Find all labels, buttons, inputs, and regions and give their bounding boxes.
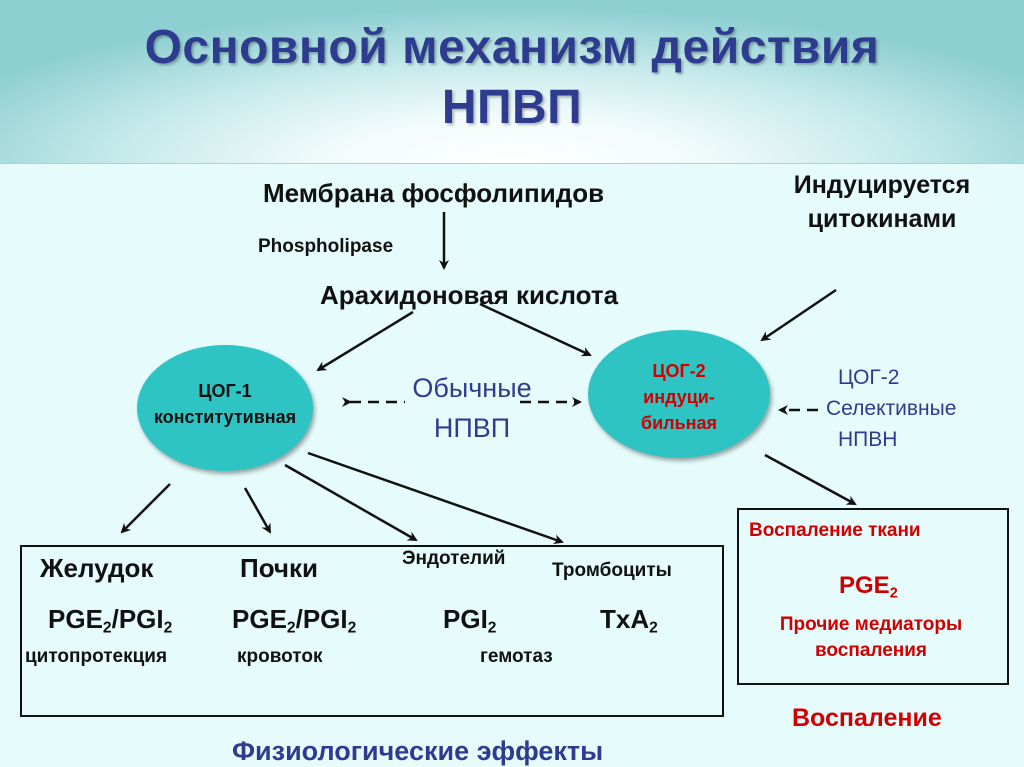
cox1-line-2: конститутивная (153, 407, 297, 427)
arrow-cox2-to-inflammation (764, 453, 857, 506)
inflammation-caption: Воспаление (792, 704, 942, 732)
cox1-label: ЦОГ-1 конститутивная (100, 378, 350, 430)
cytokines-line-2: цитокинами (807, 205, 957, 233)
arrow-cox1-to-stomach (120, 483, 171, 534)
arrow-cytokines-to-cox2 (760, 288, 837, 342)
nsaid-line-2: НПВП (433, 413, 511, 443)
cox2-line-1: ЦОГ-2 (652, 361, 706, 381)
other-mediators-line-1: Прочие медиаторы (779, 614, 963, 635)
cox2-line-3: бильная (640, 413, 718, 433)
bloodflow-label: кровоток (237, 646, 323, 667)
cytoprotection-label: цитопротекция (25, 646, 168, 667)
nsaid-label: Обычные НПВП (382, 368, 562, 448)
cox1-line-1: ЦОГ-1 (198, 381, 252, 401)
tissue-inflammation-label: Воспаление ткани (749, 520, 921, 541)
cox2-label: ЦОГ-2 индуци- бильная (588, 358, 770, 436)
nsaid-line-1: Обычные (412, 373, 532, 403)
selective-label: ЦОГ-2 Селективные НПВН (826, 362, 956, 455)
selective-line-2: Селективные (826, 397, 957, 420)
platelets-label: Тромбоциты (552, 560, 672, 581)
cox2-line-2: индуци- (643, 387, 715, 407)
kidneys-label: Почки (240, 553, 319, 583)
other-mediators-line-2: воспаления (814, 640, 928, 661)
cox2-ellipse (588, 330, 770, 458)
arrow-acid-to-cox1 (316, 310, 414, 372)
cytokines-line-1: Индуцируется (793, 171, 971, 199)
membrane-label: Мембрана фосфолипидов (263, 178, 605, 208)
title-line-1: Основной механизм действия (144, 21, 880, 74)
platelets-thromboxane: TxA2 (600, 604, 658, 637)
arachidonic-acid-label: Арахидоновая кислота (320, 280, 619, 310)
endothelium-label: Эндотелий (402, 548, 506, 569)
hemostasis-label: гемотаз (480, 646, 553, 667)
phospholipase-label: Phospholipase (258, 236, 394, 257)
stomach-prostaglandins: PGE2/PGI2 (48, 604, 173, 637)
selective-line-3: НПВН (838, 428, 898, 451)
title-line-2: НПВП (441, 81, 583, 134)
arrow-cox1-to-platelets (307, 451, 564, 545)
stomach-label: Желудок (40, 553, 154, 583)
kidneys-prostaglandins: PGE2/PGI2 (232, 604, 357, 637)
arrow-cox1-to-kidneys (243, 487, 272, 534)
selective-line-1: ЦОГ-2 (838, 366, 900, 389)
cytokines-label: Индуцируется цитокинами (752, 168, 1012, 236)
arrow-cox1-to-endothelium (284, 463, 418, 542)
physiological-effects-box (20, 545, 724, 717)
title-banner: Основной механизм действия НПВП (0, 0, 1024, 164)
other-mediators-label: Прочие медиаторы воспаления (737, 612, 1005, 664)
cox1-ellipse (137, 345, 313, 471)
arrow-acid-to-cox2 (479, 302, 592, 357)
inflammation-box (737, 508, 1009, 685)
inflammation-pge: PGE2 (839, 572, 898, 602)
physiological-effects-caption: Физиологические эффекты (232, 736, 604, 766)
endothelium-prostacyclin: PGI2 (443, 604, 497, 637)
